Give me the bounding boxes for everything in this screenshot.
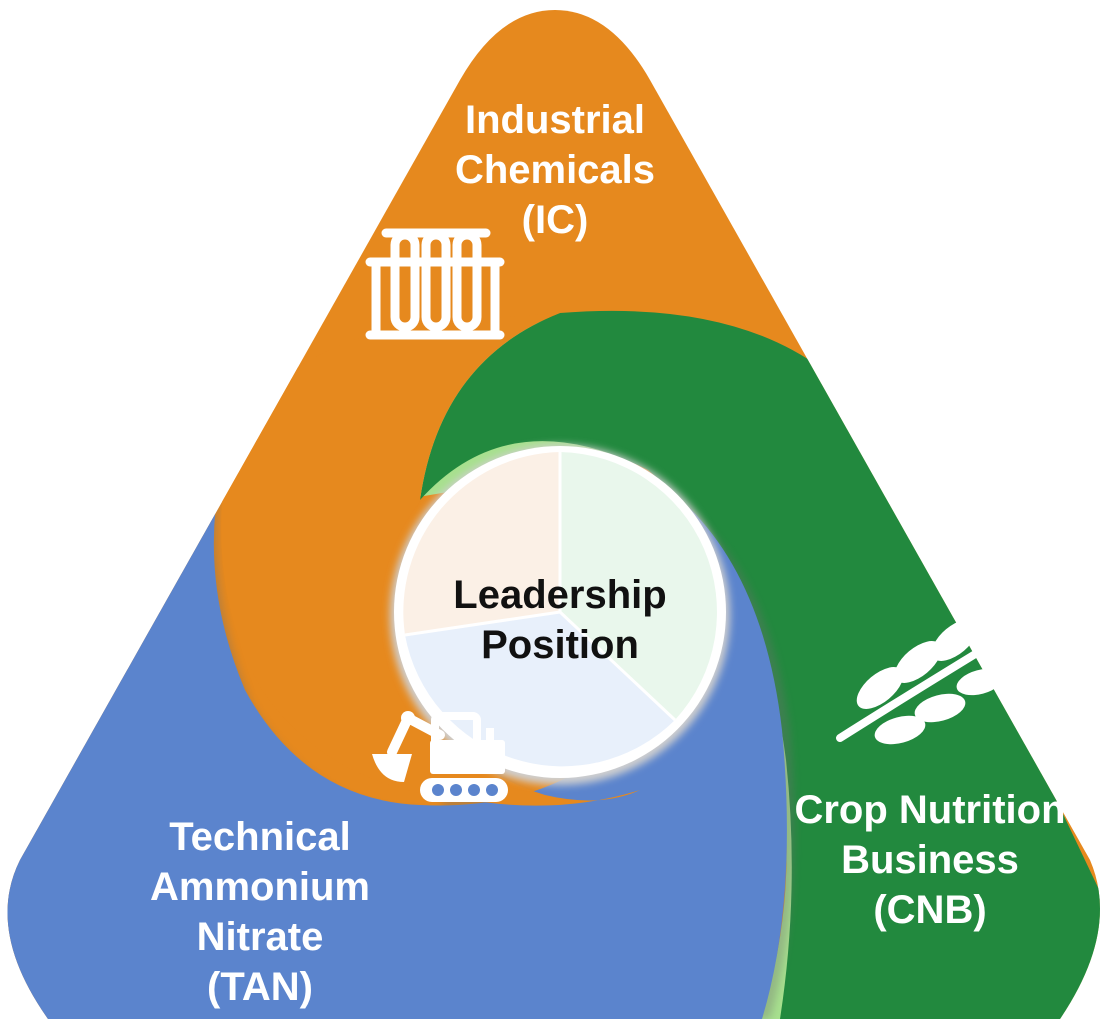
ic-label: Industrial Chemicals (IC) [405,95,705,245]
center-slice-blue [405,612,675,767]
ic-label-line-3: (IC) [521,198,589,242]
test-tubes-icon [365,228,505,340]
tan-label: Technical Ammonium Nitrate (TAN) [110,812,410,1012]
cnb-label: Crop Nutrition Business (CNB) [780,785,1080,935]
ic-label-line-1: Industrial [464,98,646,142]
excavator-icon [372,711,508,802]
tan-label-line-2: Ammonium [150,865,370,909]
wheat-leaf-icon [836,619,1004,745]
center-pie [390,445,730,785]
cnb-label-line-2: Business [841,838,1019,882]
ic-label-line-2: Chemicals [454,148,656,192]
cnb-segment [420,310,1100,1019]
tan-segment [7,432,787,1019]
cnb-label-line-3: (CNB) [873,888,987,932]
ic-swirl [221,313,640,806]
cnb-label-line-1: Crop Nutrition [794,788,1066,832]
center-slice-green [560,452,717,720]
center-label-line-1: Leadership [453,573,667,617]
center-slice-orange [403,452,560,635]
tan-label-line-3: Nitrate [196,915,324,959]
center-label-line-2: Position [481,623,639,667]
tan-label-line-4: (TAN) [207,965,313,1009]
tan-label-line-1: Technical [169,815,351,859]
center-label: Leadership Position [410,570,710,670]
